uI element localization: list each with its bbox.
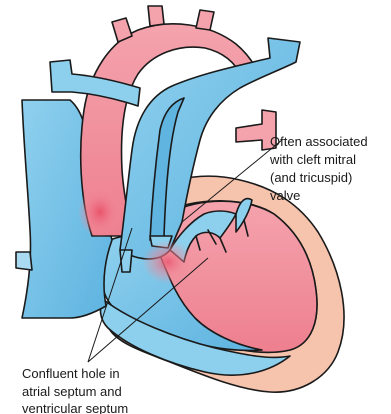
atrial-septal-hole-glow <box>78 186 122 238</box>
defect-note-line-3: ventricular septum <box>22 401 128 414</box>
valve-note-line-2: with cleft mitral <box>269 152 356 167</box>
vena-cava-branch <box>16 252 32 270</box>
valve-note-line-1: Often associated <box>270 134 368 149</box>
defect-note: Confluent hole in atrial septum and vent… <box>22 366 128 414</box>
defect-note-line-1: Confluent hole in <box>22 366 120 381</box>
valve-note-line-4: valve <box>270 188 300 203</box>
valve-note-line-3: (and tricuspid) <box>270 170 352 185</box>
defect-note-line-2: atrial septum and <box>22 384 122 399</box>
valve-note: Often associated with cleft mitral (and … <box>269 134 371 203</box>
